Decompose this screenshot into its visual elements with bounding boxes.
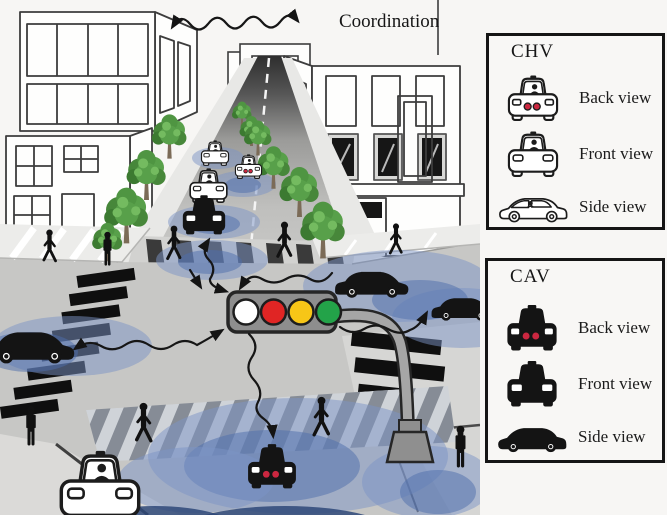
communication-arrows <box>72 8 429 440</box>
wavy-arrow-light-to-right-car <box>338 310 429 334</box>
street-sidewalk-left <box>118 58 262 266</box>
coordination-label: Coordination <box>339 11 440 32</box>
cav-car-front-view-icon <box>496 361 568 407</box>
chv-car-side-view-icon <box>497 192 569 223</box>
coordination-wavy-arrow <box>170 8 300 31</box>
legend-row-label: Side view <box>578 427 646 446</box>
traffic-light-yellow <box>287 298 315 326</box>
wavy-arrow-car-to-light <box>197 237 230 294</box>
wavy-arrow-left-car-light <box>72 328 225 351</box>
chv-legend-title: CHV <box>511 41 555 62</box>
traffic-light-red <box>259 298 288 326</box>
traffic-light <box>226 290 343 334</box>
traffic-light-white <box>232 298 260 326</box>
cav-back-view-row: Back view <box>496 302 656 354</box>
street-scene: Coordination <box>0 0 480 515</box>
chv-side-view-row: Side view <box>497 186 656 228</box>
legend-row-label: Back view <box>579 88 652 107</box>
legend-row-label: Side view <box>579 197 647 216</box>
legend-row-label: Front view <box>579 144 654 163</box>
wavy-arrow-sidecar-to-light <box>238 271 334 291</box>
wavy-arrow-light-to-bottom-car <box>247 332 278 440</box>
left-buildings <box>5 11 198 251</box>
short-arrow-to-light <box>188 268 203 290</box>
cav-side-view-row: Side view <box>496 416 656 458</box>
cav-car-side-view-icon <box>496 422 568 453</box>
chv-front-view-row: Front view <box>497 128 656 180</box>
chv-back-view-row: Back view <box>497 72 656 124</box>
traffic-light-pole <box>331 308 435 464</box>
street-sidewalk-right <box>280 58 385 264</box>
cav-car-back-view-icon <box>496 305 568 351</box>
traffic-light-green <box>314 298 343 326</box>
cav-front-view-row: Front view <box>496 358 656 410</box>
chv-car-front-view-icon <box>497 131 569 177</box>
legend-row-label: Front view <box>578 374 653 393</box>
cav-legend-box: CAV Back view Front view Side view <box>485 258 665 463</box>
chv-car-back-view-icon <box>497 75 569 121</box>
legend-row-label: Back view <box>578 318 651 337</box>
chv-legend-box: CHV Back view Front view Side view <box>486 33 665 230</box>
cav-legend-title: CAV <box>510 266 551 287</box>
